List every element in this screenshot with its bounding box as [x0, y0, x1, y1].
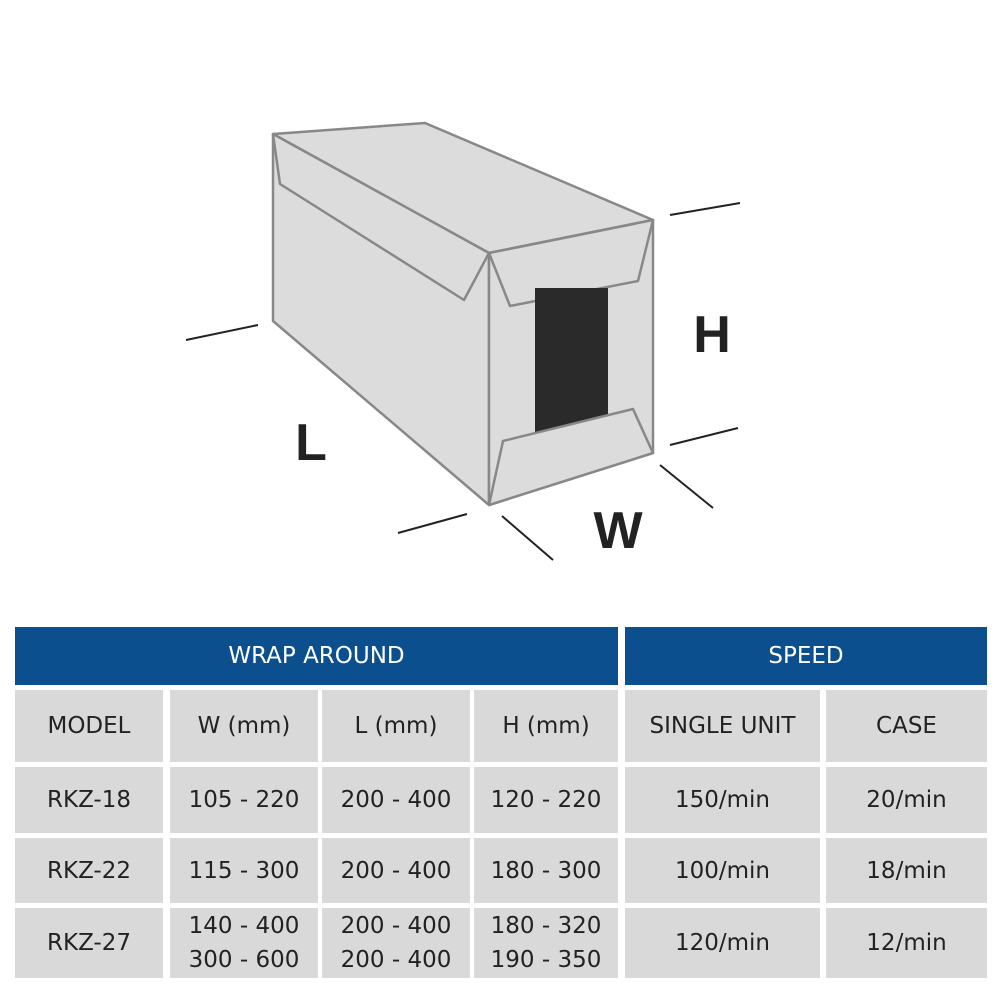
table-cell: 200 - 400 200 - 400 — [322, 908, 470, 978]
table-cell: 150/min — [625, 767, 820, 833]
table-cell: 200 - 400 — [322, 767, 470, 833]
dimension-lines — [185, 202, 741, 561]
table-cell: 20/min — [826, 767, 987, 833]
table-cell: 200 - 400 — [322, 838, 470, 903]
table-cell: 115 - 300 — [170, 838, 318, 903]
table-cell: 18/min — [826, 838, 987, 903]
length-label: L — [295, 414, 327, 472]
column-header: CASE — [826, 690, 987, 762]
cell-value: RKZ-27 — [47, 930, 131, 956]
cell-value: 200 - 400 — [340, 913, 452, 939]
width-label: W — [593, 502, 643, 560]
table-cell: 120 - 220 — [474, 767, 618, 833]
box-window — [535, 288, 608, 435]
cell-value: 200 - 400 — [340, 947, 452, 973]
cell-value: 180 - 300 — [490, 857, 602, 884]
cell-value: RKZ-18 — [47, 787, 131, 813]
cell-value: 140 - 400 — [188, 913, 300, 939]
cell-value: 115 - 300 — [188, 857, 300, 884]
cell-value: 12/min — [866, 930, 947, 956]
table-cell: RKZ-27 — [15, 908, 163, 978]
table-cell: 180 - 300 — [474, 838, 618, 903]
cell-value: 150/min — [674, 787, 771, 813]
cell-value: 190 - 350 — [490, 947, 602, 973]
front-bottom-flap — [487, 407, 655, 507]
table-cell: RKZ-18 — [15, 767, 163, 833]
column-header: MODEL — [15, 690, 163, 762]
table-cell: 140 - 400 300 - 600 — [170, 908, 318, 978]
front-top-flap — [487, 218, 655, 308]
column-header: L (mm) — [322, 690, 470, 762]
cell-value: 100/min — [674, 857, 771, 884]
table-cell: 100/min — [625, 838, 820, 903]
cell-value: 200 - 400 — [340, 787, 452, 813]
cell-value: 120 - 220 — [490, 787, 602, 813]
column-header: H (mm) — [474, 690, 618, 762]
table-cell: 180 - 320 190 - 350 — [474, 908, 618, 978]
column-header: SINGLE UNIT — [625, 690, 820, 762]
group-header-wrap-around: WRAP AROUND — [15, 627, 618, 685]
cell-value: 300 - 600 — [188, 947, 300, 973]
column-header: W (mm) — [170, 690, 318, 762]
table-cell: 120/min — [625, 908, 820, 978]
group-header-speed: SPEED — [625, 627, 987, 685]
cell-value: 180 - 320 — [490, 913, 602, 939]
cell-value: 120/min — [674, 930, 771, 956]
cell-value: 18/min — [866, 857, 947, 884]
cell-value: RKZ-22 — [47, 857, 131, 884]
cell-value: 200 - 400 — [340, 857, 452, 884]
cell-value: 20/min — [866, 787, 947, 813]
table-cell: RKZ-22 — [15, 838, 163, 903]
box-diagram — [185, 121, 741, 561]
height-label: H — [693, 306, 731, 364]
table-cell: 12/min — [826, 908, 987, 978]
table-cell: 105 - 220 — [170, 767, 318, 833]
cell-value: 105 - 220 — [188, 787, 300, 813]
side-flap — [271, 133, 491, 302]
